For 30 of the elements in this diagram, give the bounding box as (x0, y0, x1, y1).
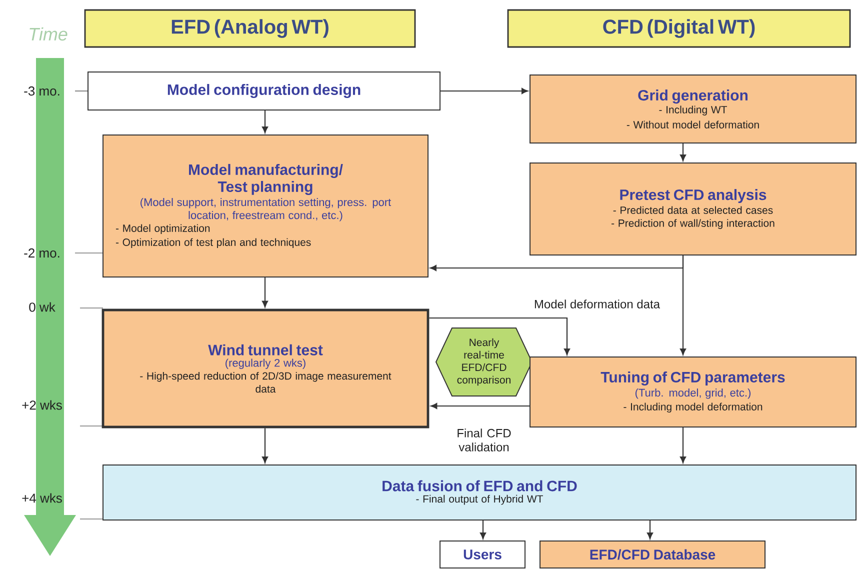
process-box: Data fusion of EFD and CFD - Final output of Hybrid WT (102, 464, 857, 520)
time-label: 0 wk (29, 302, 56, 312)
arrow (680, 428, 686, 464)
process-box: Grid generation - Including WT - Without model deformation (530, 74, 857, 144)
arrow (430, 403, 530, 410)
time-label: +2 wks (22, 400, 62, 410)
time-label: +4 wks (22, 493, 62, 503)
arrow (480, 520, 486, 540)
arrow (262, 278, 268, 308)
process-box: EFD (Analog WT) (84, 9, 416, 48)
axis-title: Time (30, 27, 68, 41)
arrow (680, 144, 686, 162)
edge-label: Model deformation data (532, 298, 662, 310)
process-box: Tuning of CFD parameters (Turb. model, grid, etc.) - Including model deformation (530, 356, 857, 428)
arrow (262, 428, 268, 464)
arrow (647, 520, 654, 540)
process-box: Pretest CFD analysis - Predicted data at selected cases - Prediction of wall/sting interaction (530, 162, 857, 256)
process-box: EFD/CFD Database (540, 540, 766, 568)
process-box: Model manufacturing/ Test planning (Model support, instrumentation setting, press. port location, freestream cond., etc.) - Model optimization - Optimization of test plan and techniques (102, 134, 428, 278)
process-box: Wind tunnel test (regularly 2 wks) - High-speed reduction of 2D/3D image measurement data (102, 308, 430, 428)
arrow (262, 110, 268, 134)
process-box: Model configuration design (88, 72, 440, 110)
arrow (440, 88, 528, 94)
process-box: Users (440, 540, 526, 568)
process-box: CFD (Digital WT) (507, 9, 851, 48)
arrow (429, 317, 570, 356)
time-label: -3 mo. (24, 86, 60, 96)
arrow (680, 256, 686, 356)
time-label: -2 mo. (24, 248, 60, 258)
edge-label: Final CFD validation (448, 428, 520, 452)
